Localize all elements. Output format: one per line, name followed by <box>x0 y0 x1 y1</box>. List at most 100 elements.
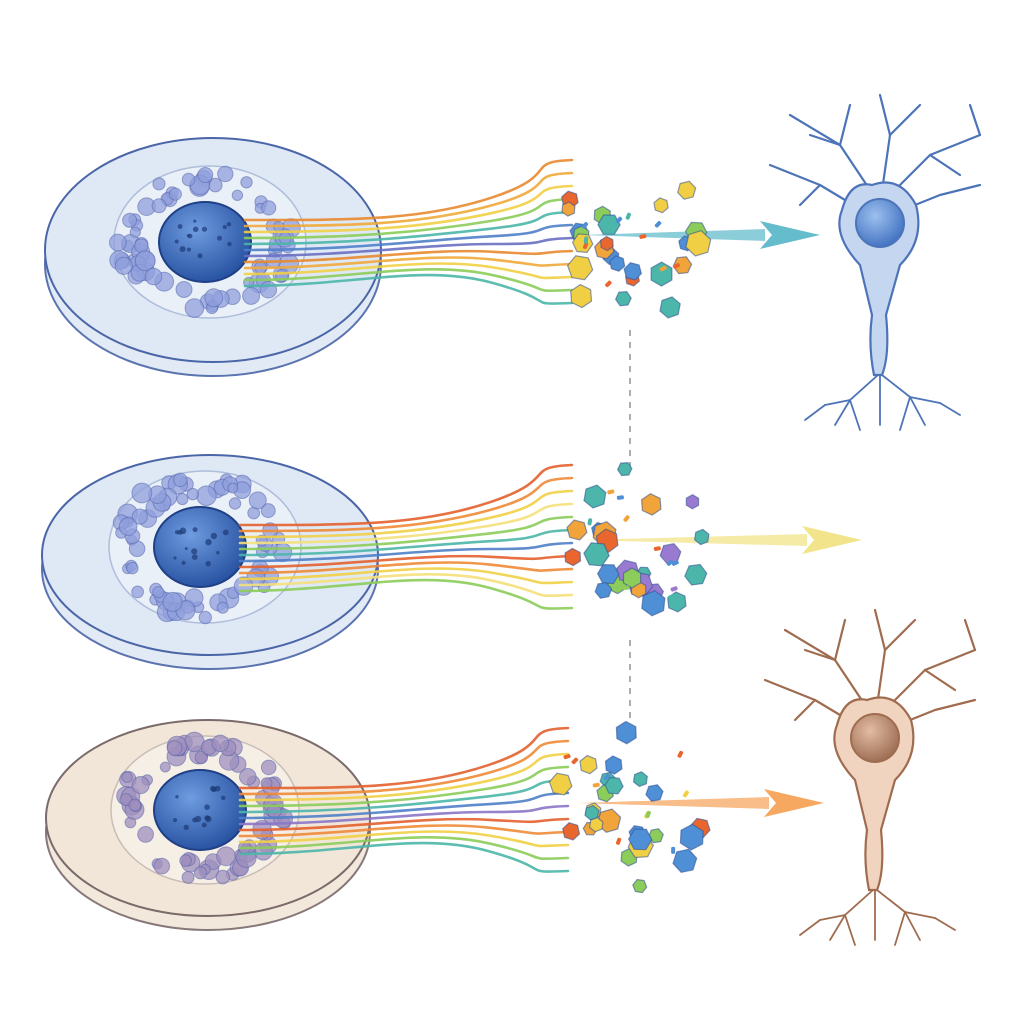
granule <box>137 826 155 843</box>
chromatin-dot <box>221 795 226 801</box>
chromatin-dot <box>204 815 210 821</box>
granule <box>152 177 166 191</box>
molecule-fragment <box>677 750 684 758</box>
signal-fiber <box>238 817 570 832</box>
granule <box>173 472 188 488</box>
signal-fiber <box>243 256 574 270</box>
cell-disc <box>44 137 382 377</box>
molecule <box>609 255 626 272</box>
molecule <box>659 296 681 319</box>
neuron-soma <box>850 713 900 763</box>
axon-terminal <box>939 402 961 416</box>
molecule <box>599 235 614 252</box>
molecule-fragment <box>615 837 622 845</box>
granule <box>131 585 145 599</box>
granule <box>131 776 150 795</box>
molecule-fragment <box>582 242 589 250</box>
molecule <box>685 494 700 510</box>
neuron-soma <box>855 198 905 248</box>
axon-terminal <box>819 889 874 921</box>
molecule <box>579 754 598 775</box>
signal-fiber <box>243 262 574 280</box>
granule <box>184 298 205 318</box>
chromatin-dot <box>184 547 188 551</box>
dendrite <box>923 668 957 692</box>
signal-arrow <box>578 789 824 817</box>
chromatin-dot <box>172 818 178 823</box>
dendrite <box>833 618 847 662</box>
chromatin-dot <box>201 822 207 828</box>
signal-fiber <box>238 573 574 598</box>
molecule-fragment <box>682 790 689 798</box>
granule <box>175 281 193 298</box>
molecule <box>653 197 669 214</box>
signal-fiber <box>243 171 574 228</box>
chromatin-dot <box>227 241 232 247</box>
arrow-head <box>760 221 820 249</box>
molecule <box>679 823 704 851</box>
molecule-fragment <box>667 594 675 600</box>
molecule-fragment <box>563 754 571 760</box>
cell-disc <box>45 719 371 931</box>
molecule-fragment <box>592 782 600 788</box>
axon-terminal <box>844 914 856 946</box>
chromatin-dot <box>181 560 186 565</box>
dendrite <box>838 103 852 147</box>
granule <box>118 517 138 536</box>
chromatin-dot <box>179 246 186 253</box>
molecule <box>615 720 637 745</box>
molecule <box>566 255 594 281</box>
molecule-fragment <box>672 263 681 269</box>
molecule <box>684 563 708 586</box>
granule <box>144 267 163 286</box>
granule <box>198 610 213 625</box>
granule <box>239 768 257 786</box>
dendrite <box>808 133 842 147</box>
molecule-fragment <box>639 234 647 239</box>
molecule <box>622 567 642 589</box>
axon-terminal <box>824 374 879 406</box>
molecule <box>564 547 582 567</box>
granule <box>151 198 167 214</box>
signal-fiber <box>238 726 570 790</box>
signal-fibers <box>243 158 574 305</box>
granule <box>216 846 236 867</box>
chromatin-dot <box>187 247 191 252</box>
axon-terminal <box>934 917 956 931</box>
granule <box>121 771 133 783</box>
signal-fiber <box>238 824 570 838</box>
molecule-cluster <box>548 720 711 894</box>
signal-fiber <box>238 791 570 820</box>
signal-fiber <box>238 476 574 533</box>
chromatin-dot <box>192 817 198 823</box>
signal-fibers <box>238 463 574 610</box>
signal-fiber <box>243 236 574 258</box>
chromatin-dot <box>222 529 229 536</box>
chromatin-dot <box>177 530 183 535</box>
signal-fiber <box>238 567 574 585</box>
granule-cluster <box>109 165 301 318</box>
axon-terminal <box>829 914 846 941</box>
granule <box>215 869 231 885</box>
cell-row-2 <box>41 454 862 670</box>
granule <box>196 485 217 507</box>
granule <box>131 508 148 525</box>
chromatin-dot <box>175 795 179 799</box>
chromatin-dot <box>211 786 217 793</box>
dendrite <box>888 103 922 137</box>
dendrite <box>883 618 917 652</box>
signal-fiber <box>243 223 574 252</box>
molecule <box>650 261 673 287</box>
dendrite <box>928 153 962 177</box>
signal-fiber <box>238 841 570 873</box>
dendrite <box>963 618 977 652</box>
chromatin-dot <box>192 226 199 233</box>
molecule-fragment <box>607 489 615 495</box>
granule <box>216 601 229 614</box>
axon-terminal <box>804 404 826 421</box>
molecule <box>632 771 648 788</box>
chromatin-dot <box>191 554 198 560</box>
chromatin-dot <box>186 234 190 238</box>
molecule <box>645 784 664 802</box>
signal-fiber <box>238 804 570 826</box>
